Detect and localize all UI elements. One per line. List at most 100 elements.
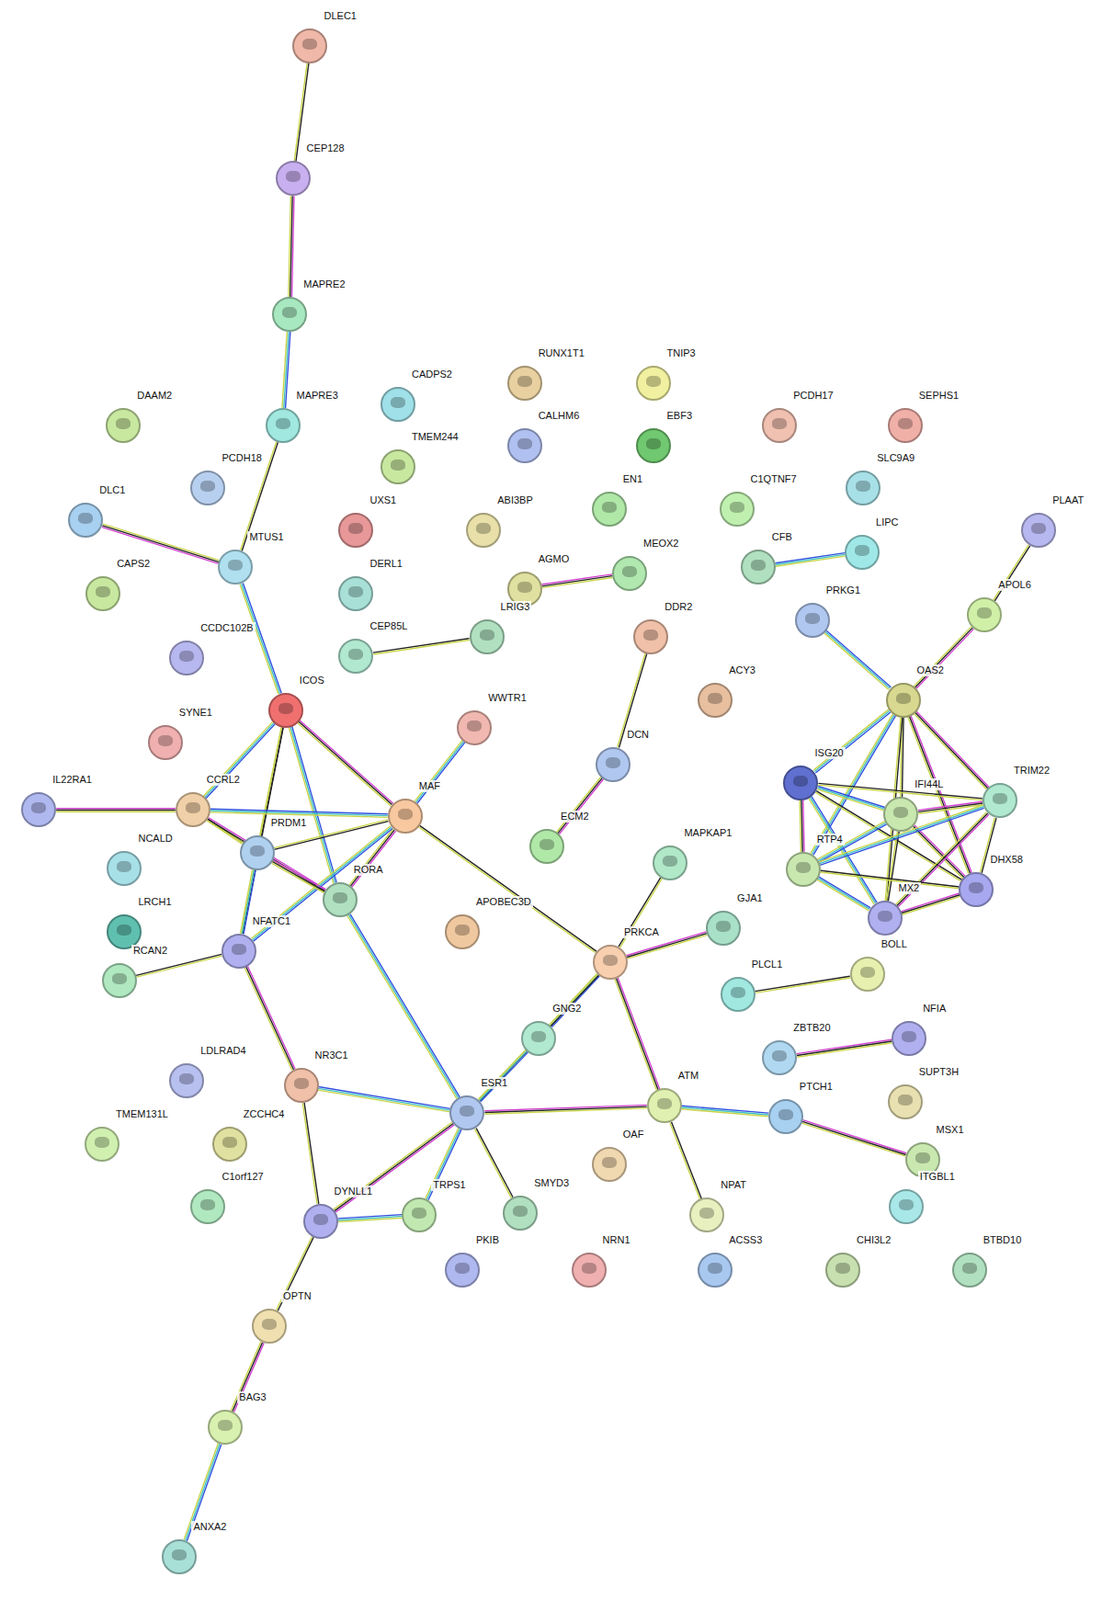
structure-icon: [348, 586, 364, 598]
protein-node: MTUS1: [217, 549, 253, 585]
node-label: DHX58: [988, 853, 1024, 866]
edge-stroke: [796, 1039, 892, 1054]
structure-icon: [112, 973, 127, 985]
protein-node: ISG20: [783, 765, 818, 801]
edge-stroke: [205, 724, 275, 799]
interaction-edge: [614, 977, 660, 1091]
edge-stroke: [558, 778, 603, 834]
edge-stroke: [556, 776, 602, 832]
node-label: MAPRE3: [295, 389, 341, 402]
edge-stroke: [299, 720, 393, 804]
protein-node: GJA1: [705, 910, 741, 946]
edge-stroke: [246, 966, 295, 1070]
node-label: OAS2: [915, 664, 946, 677]
edge-stroke: [557, 777, 603, 833]
node-label: CCRL2: [204, 773, 242, 786]
structure-icon: [517, 438, 533, 450]
protein-node: TRPS1: [401, 1197, 437, 1233]
protein-node: DERL1: [338, 576, 374, 612]
structure-icon: [901, 1031, 917, 1043]
edge-stroke: [335, 1124, 455, 1213]
structure-icon: [285, 170, 301, 182]
node-label: DYNLL1: [332, 1185, 375, 1198]
structure-icon: [750, 559, 766, 571]
node-label: BTBD10: [981, 1234, 1024, 1247]
protein-node: OAF: [591, 1147, 627, 1182]
edge-stroke: [815, 792, 962, 882]
structure-icon: [116, 924, 132, 936]
edge-stroke: [288, 727, 333, 884]
edge-stroke: [808, 798, 875, 905]
node-label: BAG3: [237, 1391, 268, 1404]
edge-stroke: [414, 739, 463, 802]
interaction-edge: [373, 638, 470, 655]
node-label: NPAT: [718, 1179, 749, 1192]
protein-node: OPTN: [251, 1308, 287, 1344]
protein-node: GNG2: [521, 1021, 557, 1057]
interaction-edge: [241, 727, 285, 934]
edge-stroke: [803, 799, 805, 852]
structure-icon: [968, 882, 984, 894]
edge-stroke: [282, 331, 287, 409]
structure-icon: [915, 1152, 931, 1164]
edge-stroke: [826, 630, 891, 688]
protein-node: CADPS2: [380, 386, 416, 422]
protein-node: ZBTB20: [761, 1040, 797, 1076]
node-label: MX2: [897, 882, 922, 895]
interaction-edge: [819, 870, 959, 889]
protein-node: PRKCA: [592, 944, 628, 980]
edge-stroke: [241, 727, 283, 934]
edge-stroke: [477, 1050, 525, 1101]
interaction-edge: [911, 825, 966, 879]
structure-icon: [397, 808, 413, 820]
node-label: DERL1: [367, 557, 404, 570]
edge-stroke: [136, 954, 222, 976]
protein-node: CEP85L: [338, 638, 374, 674]
interaction-edge: [475, 1128, 514, 1199]
interaction-edge: [913, 626, 974, 689]
edge-stroke: [136, 955, 223, 978]
edge-stroke: [271, 863, 324, 893]
edge-stroke: [618, 877, 661, 947]
edge-stroke: [350, 829, 395, 887]
protein-node: SMYD3: [502, 1195, 538, 1231]
protein-node: C1orf127: [190, 1189, 226, 1225]
protein-node: SYNE1: [147, 725, 183, 761]
node-label: LRCH1: [136, 896, 173, 909]
protein-node: RTP4: [785, 852, 821, 887]
structure-icon: [479, 629, 495, 641]
structure-icon: [662, 855, 678, 867]
protein-node: BOLL: [850, 956, 886, 992]
structure-icon: [185, 802, 201, 814]
node-label: CCDC102B: [198, 622, 255, 635]
node-label: GNG2: [550, 1002, 583, 1015]
structure-icon: [411, 1207, 427, 1219]
node-label: SYNE1: [177, 706, 215, 719]
edge-stroke: [551, 976, 600, 1027]
node-label: MAF: [417, 780, 443, 793]
edge-stroke: [334, 1123, 454, 1211]
edge-stroke: [802, 1120, 907, 1154]
structure-icon: [657, 1098, 672, 1110]
protein-node: DLEC1: [292, 28, 328, 64]
node-label: MSX1: [934, 1124, 966, 1137]
node-label: ITGBL1: [918, 1170, 957, 1183]
edge-stroke: [302, 1102, 318, 1205]
edge-stroke: [102, 523, 220, 561]
edge-stroke: [298, 721, 392, 805]
edge-stroke: [616, 978, 659, 1091]
node-label: CHI3L2: [854, 1234, 893, 1247]
node-label: BOLL: [879, 938, 909, 951]
structure-icon: [707, 1262, 723, 1274]
edge-stroke: [318, 1088, 450, 1111]
protein-node: CCDC102B: [169, 640, 205, 676]
protein-node: PLCL1: [720, 977, 756, 1012]
node-label: ESR1: [478, 1077, 510, 1090]
structure-icon: [294, 1078, 309, 1090]
protein-node: TNIP3: [636, 365, 671, 401]
structure-icon: [31, 802, 46, 814]
protein-node: LRIG3: [469, 619, 505, 655]
edge-stroke: [292, 726, 337, 883]
node-label: ATM: [676, 1069, 701, 1082]
edge-stroke: [901, 895, 961, 914]
